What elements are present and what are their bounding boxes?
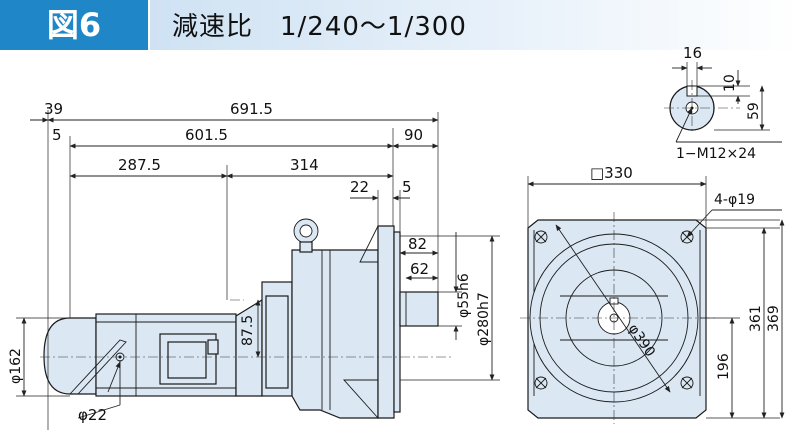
figure-label: 図6 <box>0 0 148 50</box>
header-bar: 図6 減速比 1/240～1/300 <box>0 0 800 52</box>
front-view: □330 4-φ19 φ390 361 369 196 <box>520 164 785 424</box>
dim-phi22: φ22 <box>78 406 107 424</box>
dim-330: □330 <box>590 164 633 182</box>
dim-phi280: φ280h7 <box>476 292 492 346</box>
dim-314: 314 <box>290 156 319 174</box>
dim-82: 82 <box>408 235 427 253</box>
dim-361: 361 <box>748 305 764 332</box>
dim-87-5: 87.5 <box>240 315 256 346</box>
dim-phi55: φ55h6 <box>456 273 472 318</box>
dim-22: 22 <box>350 178 369 196</box>
shaft-end-detail: 16 10 59 1−M12×24 <box>664 44 782 162</box>
title-band <box>150 0 800 50</box>
dim-90: 90 <box>404 126 423 144</box>
side-view: 691.5 39 601.5 5 90 287.5 314 22 5 82 62 <box>8 100 500 430</box>
dim-phi162: φ162 <box>8 348 24 384</box>
output-flange <box>377 225 395 419</box>
dim-39: 39 <box>44 100 63 118</box>
reducer-body <box>291 249 379 419</box>
dim-691-5: 691.5 <box>230 100 273 118</box>
page-title: 減速比 1/240～1/300 <box>172 12 467 42</box>
dim-287-5: 287.5 <box>118 156 161 174</box>
dim-369: 369 <box>766 305 782 332</box>
bolt-holes <box>534 230 694 390</box>
dim-5-left: 5 <box>52 126 62 144</box>
dim-196: 196 <box>716 353 732 380</box>
dim-4-phi19: 4-φ19 <box>714 192 755 208</box>
tap-note: 1−M12×24 <box>676 146 756 162</box>
dim-16: 16 <box>683 44 702 62</box>
dim-601-5: 601.5 <box>185 126 228 144</box>
motor-end-cap <box>43 317 97 395</box>
dim-62: 62 <box>410 260 429 278</box>
dim-10: 10 <box>722 74 738 92</box>
dim-5-right: 5 <box>402 178 412 196</box>
dim-59: 59 <box>746 102 762 120</box>
